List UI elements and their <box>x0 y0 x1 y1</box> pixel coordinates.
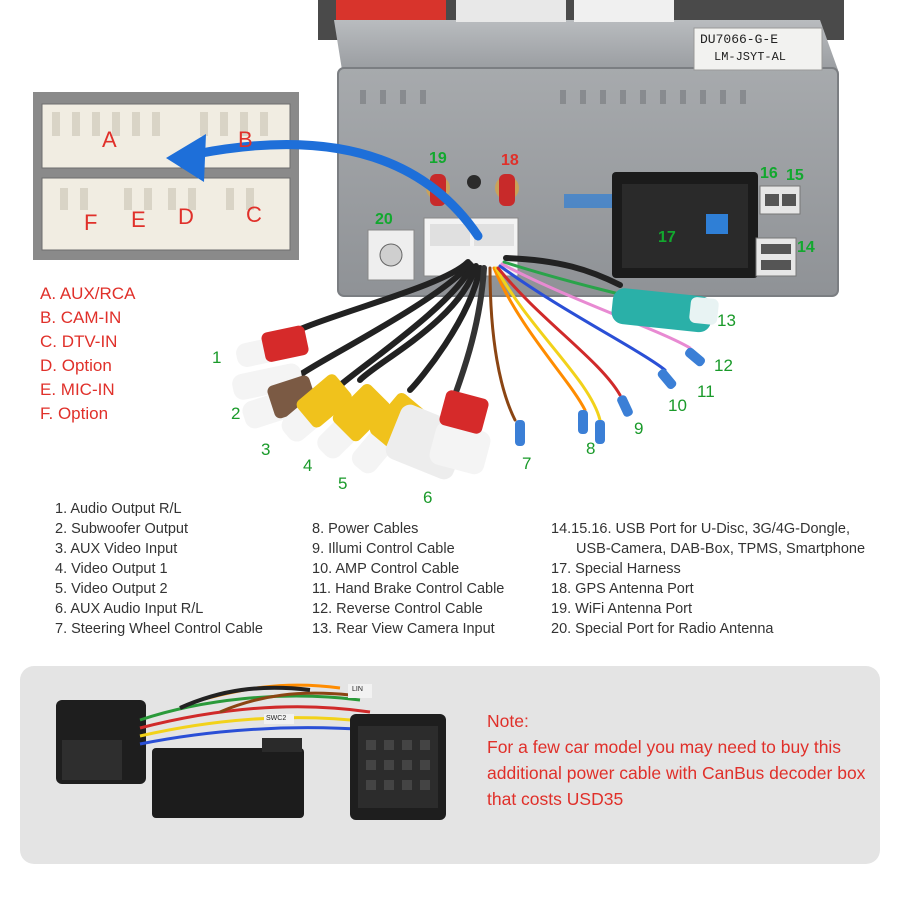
top-sticker <box>336 0 674 22</box>
port-list-col3: 14.15.16. USB Port for U-Disc, 3G/4G-Don… <box>551 519 865 639</box>
list-item: 7. Steering Wheel Control Cable <box>55 621 263 637</box>
rca-plug-red-1 <box>236 325 309 367</box>
note-title: Note: <box>487 711 529 731</box>
callout-7: 7 <box>522 454 532 473</box>
blue-arrow <box>166 134 483 241</box>
special-harness-socket <box>612 172 758 278</box>
callout-15: 15 <box>786 167 804 184</box>
device-label-top: DU7066-G-E <box>700 32 779 47</box>
callout-3: 3 <box>261 440 271 459</box>
cable-list-col2: 8. Power Cables 9. Illumi Control Cable … <box>312 519 504 639</box>
callout-4: 4 <box>303 456 313 475</box>
legend-a: A. AUX/RCA <box>40 284 136 303</box>
callout-16: 16 <box>760 165 778 182</box>
callout-8: 8 <box>586 439 596 458</box>
list-item: 11. Hand Brake Control Cable <box>312 581 505 597</box>
device-label-sticker <box>693 27 823 71</box>
port-legend: A. AUX/RCA B. CAM-IN C. DTV-IN D. Option… <box>40 282 135 426</box>
list-item: 20. Special Port for Radio Antenna <box>551 621 774 637</box>
tag-swc2-overlay: SWC2 <box>266 715 287 722</box>
list-item: 6. AUX Audio Input R/L <box>55 601 204 617</box>
list-item: 18. GPS Antenna Port <box>551 581 694 597</box>
legend-e: E. MIC-IN <box>40 380 115 399</box>
legend-c: C. DTV-IN <box>40 332 118 351</box>
wire-terminals <box>515 347 706 446</box>
list-item: 5. Video Output 2 <box>55 581 168 597</box>
note-text: Note: For a few car model you may need t… <box>487 708 877 812</box>
callout-17: 17 <box>658 229 676 246</box>
device-label-sub: LM-JSYT-AL <box>714 50 787 64</box>
port-letter-a: A <box>102 127 117 152</box>
callout-9: 9 <box>634 419 644 438</box>
list-item: 3. AUX Video Input <box>55 541 178 557</box>
camera-input-plug <box>611 288 719 333</box>
callout-10: 10 <box>668 396 687 415</box>
callout-5: 5 <box>338 474 348 493</box>
rca-plug-red-2 <box>429 390 491 475</box>
screw-hole <box>467 175 481 189</box>
list-item: 19. WiFi Antenna Port <box>551 601 693 617</box>
port-letter-d: D <box>178 204 194 229</box>
port-letter-b: B <box>238 127 253 152</box>
list-item: 4. Video Output 1 <box>55 561 168 577</box>
callout-12: 12 <box>714 356 733 375</box>
list-item: 9. Illumi Control Cable <box>312 541 455 557</box>
callout-14: 14 <box>797 239 815 256</box>
legend-b: B. CAM-IN <box>40 308 122 327</box>
callout-11: 11 <box>697 382 715 401</box>
list-item: 10. AMP Control Cable <box>312 561 460 577</box>
legend-f: F. Option <box>40 404 109 423</box>
callout-20: 20 <box>375 211 393 228</box>
callout-6: 6 <box>423 488 433 507</box>
list-item: 12. Reverse Control Cable <box>312 601 483 617</box>
list-item: 2. Subwoofer Output <box>55 521 188 537</box>
callout-1: 1 <box>212 348 222 367</box>
cable-list-col1: 1. Audio Output R/L 2. Subwoofer Output … <box>55 499 263 639</box>
callout-18: 18 <box>501 152 519 169</box>
port-letter-e: E <box>131 207 146 232</box>
rca-plug-yellow-2 <box>317 383 391 459</box>
list-item: 8. Power Cables <box>312 521 419 537</box>
legend-d: D. Option <box>40 356 112 375</box>
callout-13: 13 <box>717 311 736 330</box>
callout-2: 2 <box>231 404 241 423</box>
callout-19: 19 <box>429 150 447 167</box>
list-item: 13. Rear View Camera Input <box>312 621 495 637</box>
note-body: For a few car model you may need to buy … <box>487 737 866 809</box>
tag-lin-overlay: LIN <box>352 686 363 693</box>
list-item: USB-Camera, DAB-Box, TPMS, Smartphone <box>576 541 866 557</box>
gps-antenna-port <box>495 174 519 206</box>
port-letter-f: F <box>84 210 98 235</box>
port-closeup-photo <box>33 92 299 260</box>
list-item: 17. Special Harness <box>551 561 681 577</box>
port-letter-c: C <box>246 202 262 227</box>
usb-ports <box>755 185 801 277</box>
rca-plug-yellow-1 <box>281 374 352 442</box>
list-item: 1. Audio Output R/L <box>55 501 182 517</box>
list-item: 14.15.16. USB Port for U-Disc, 3G/4G-Don… <box>551 521 850 537</box>
dip-switch <box>564 194 612 208</box>
radio-antenna-port <box>367 229 415 281</box>
